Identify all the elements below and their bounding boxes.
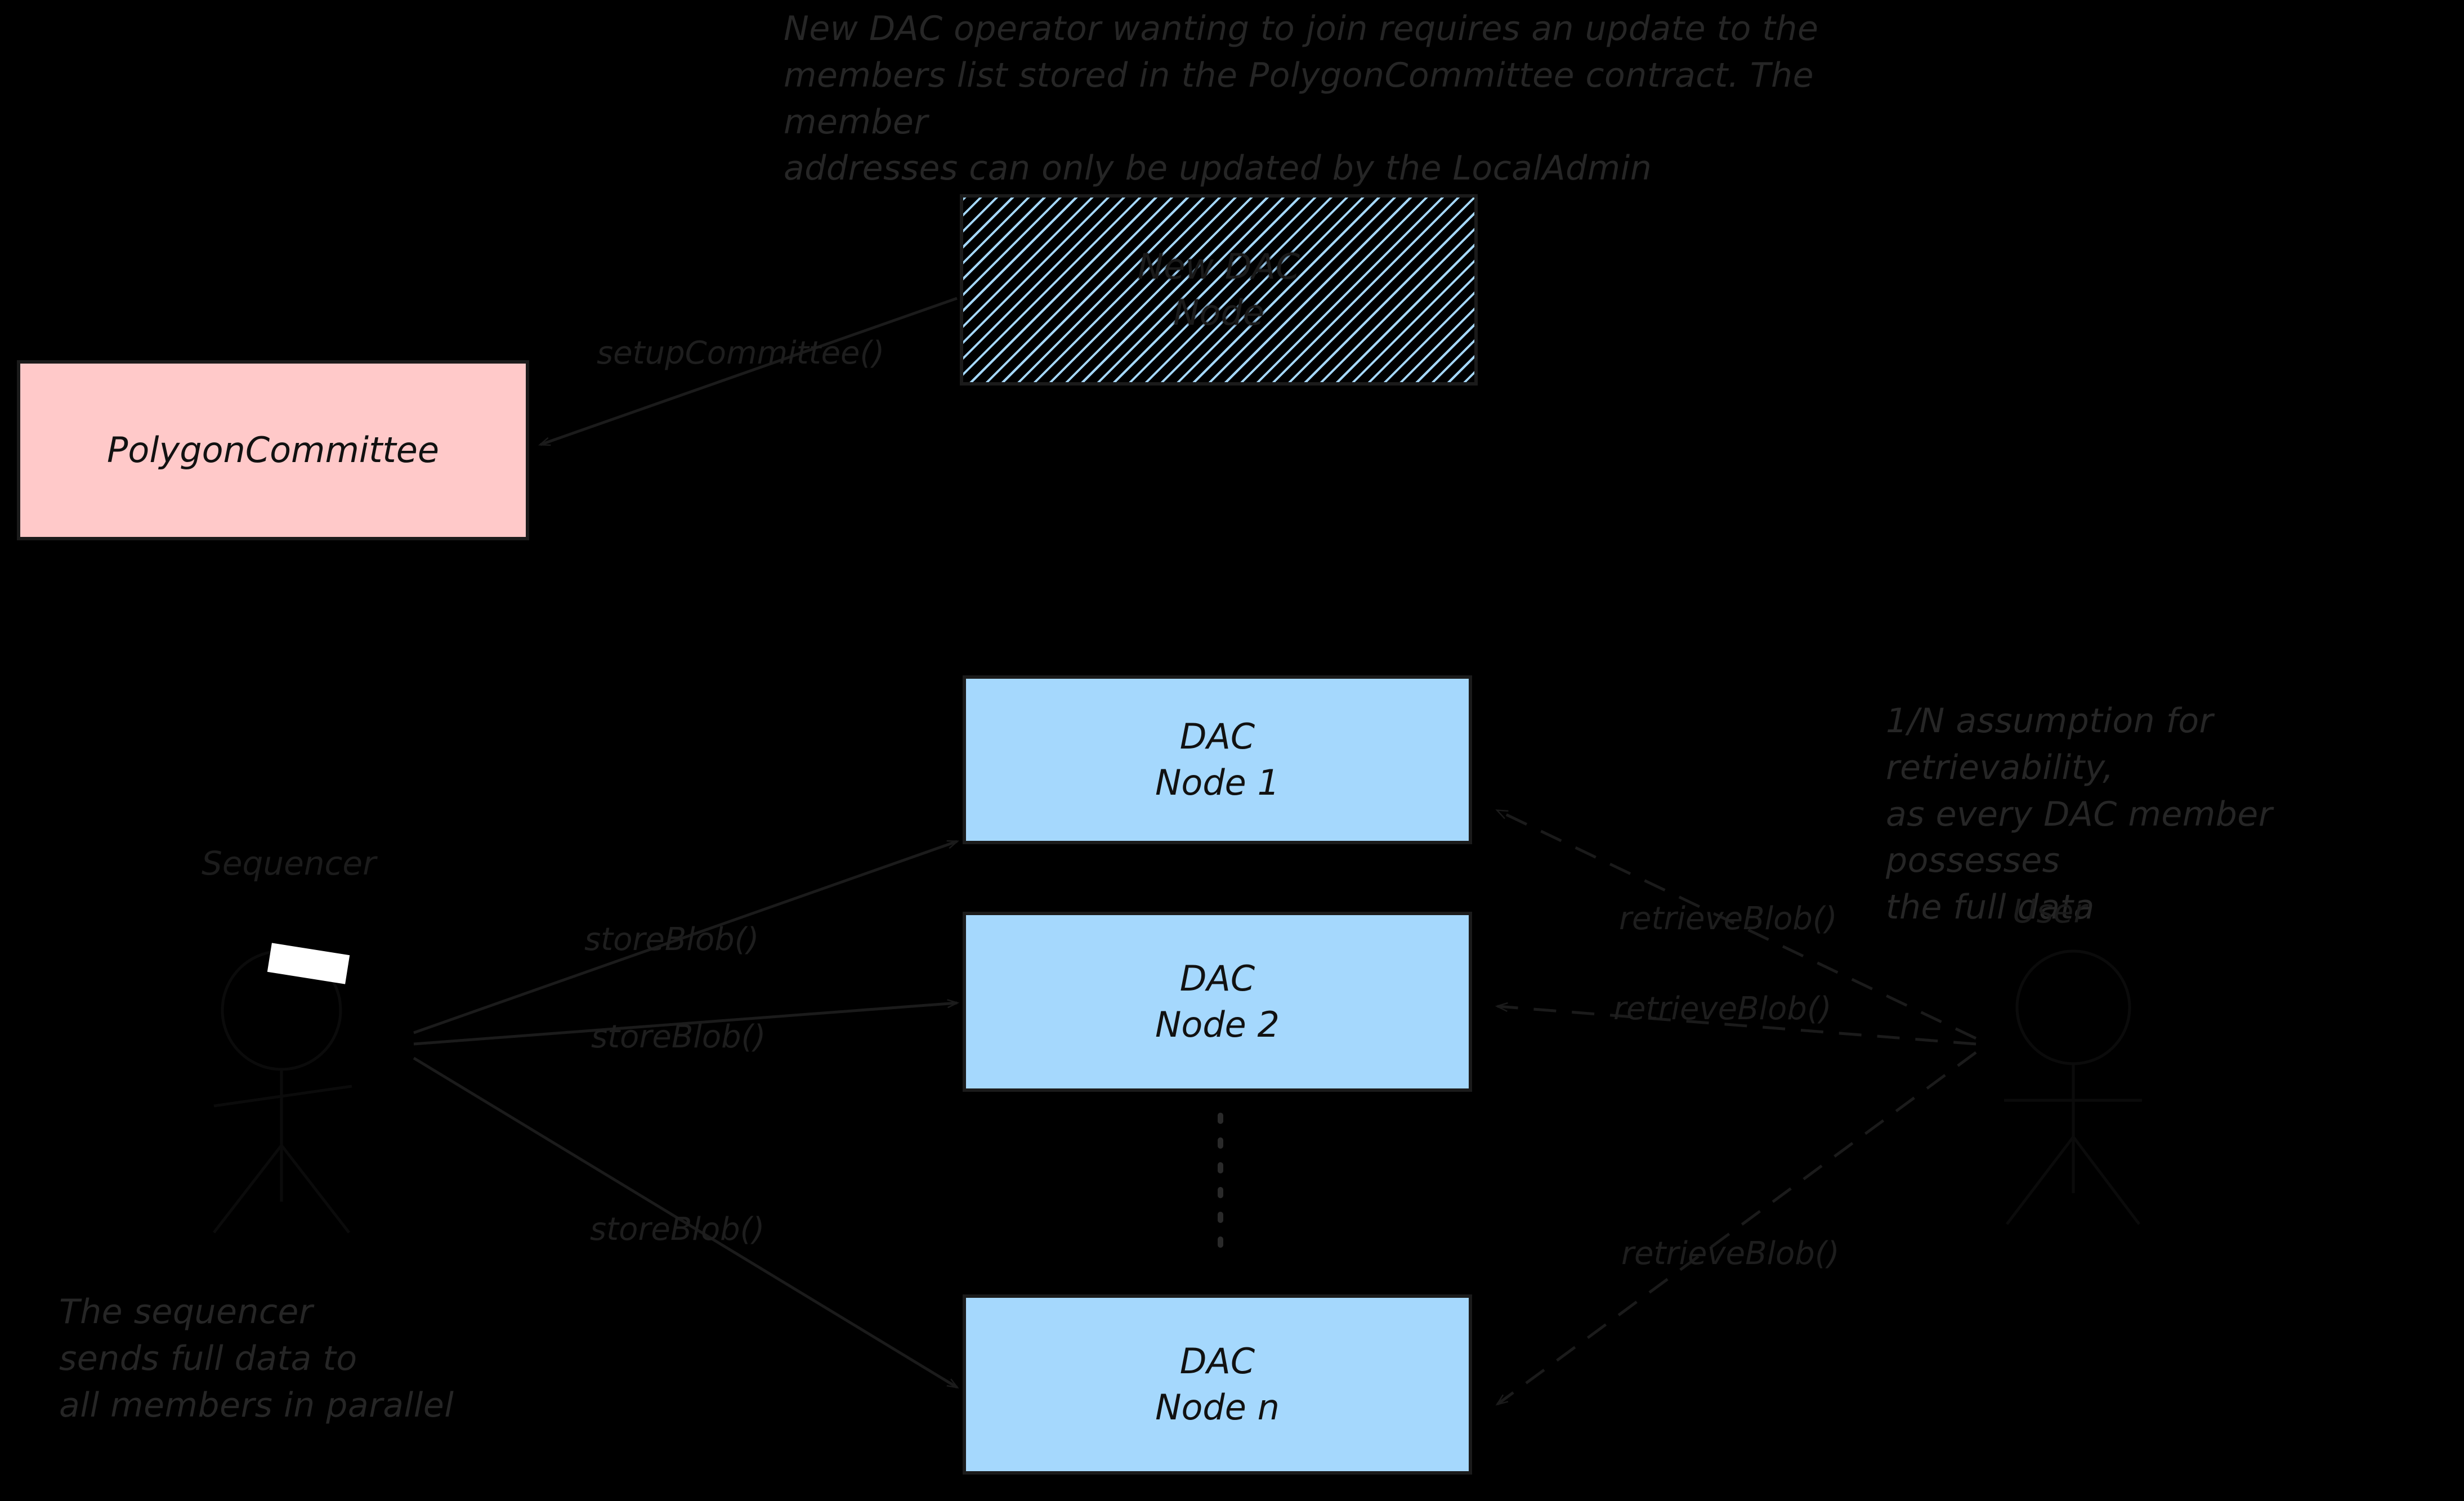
- note-top-annotation: New DAC operator wanting to join require…: [784, 9, 1819, 189]
- node-polygon-committee[interactable]: PolygonCommittee: [17, 360, 529, 540]
- new-dac-node-line2: Node: [1173, 292, 1264, 333]
- edge-store-blob-n: [413, 1056, 957, 1387]
- polygon-committee-label: PolygonCommittee: [107, 429, 439, 471]
- edge-label-store-blob-n: storeBlob(): [590, 1211, 765, 1248]
- edge-label-setup-committee: setupCommittee(): [597, 335, 885, 371]
- edge-store-blob-2: [413, 1003, 957, 1046]
- user-label: User: [2013, 892, 2087, 930]
- edge-label-store-blob-1: storeBlob(): [584, 921, 759, 958]
- node-dac-node-1[interactable]: DAC Node 1: [963, 675, 1472, 844]
- dac-node-2-line1: DAC: [1179, 958, 1255, 1000]
- edge-setup-committee: [540, 297, 958, 446]
- sequencer-actor-figure: [213, 949, 352, 1234]
- new-dac-node-line1: New DAC: [1137, 246, 1300, 288]
- edge-label-retrieve-blob-2: retrieveBlob(): [1613, 991, 1832, 1027]
- edge-store-blob-1: [413, 840, 957, 1034]
- edge-label-retrieve-blob-1: retrieveBlob(): [1619, 900, 1837, 937]
- user-actor-figure: [2004, 949, 2142, 1225]
- dac-node-n-line2: Node n: [1155, 1387, 1280, 1428]
- edge-label-retrieve-blob-n: retrieveBlob(): [1621, 1235, 1840, 1272]
- edge-label-store-blob-2: storeBlob(): [591, 1019, 766, 1055]
- dac-node-n-line1: DAC: [1179, 1341, 1255, 1382]
- dac-node-1-line2: Node 1: [1155, 762, 1280, 803]
- edge-retrieve-blob-n: [1497, 1051, 1977, 1404]
- node-dac-node-n[interactable]: DAC Node n: [963, 1294, 1472, 1475]
- note-right-annotation: 1/N assumption for retrievability, as ev…: [1886, 701, 2273, 928]
- node-dac-node-2[interactable]: DAC Node 2: [963, 912, 1472, 1092]
- edge-retrieve-blob-1: [1497, 809, 1977, 1040]
- node-new-dac-node[interactable]: New DAC Node: [960, 194, 1478, 386]
- note-bottom-left-annotation: The sequencer sends full data to all mem…: [59, 1292, 454, 1425]
- sequencer-label: Sequencer: [202, 844, 376, 882]
- edge-retrieve-blob-2: [1497, 1006, 1976, 1046]
- dac-node-1-line1: DAC: [1179, 716, 1255, 758]
- dac-node-2-line2: Node 2: [1155, 1004, 1280, 1045]
